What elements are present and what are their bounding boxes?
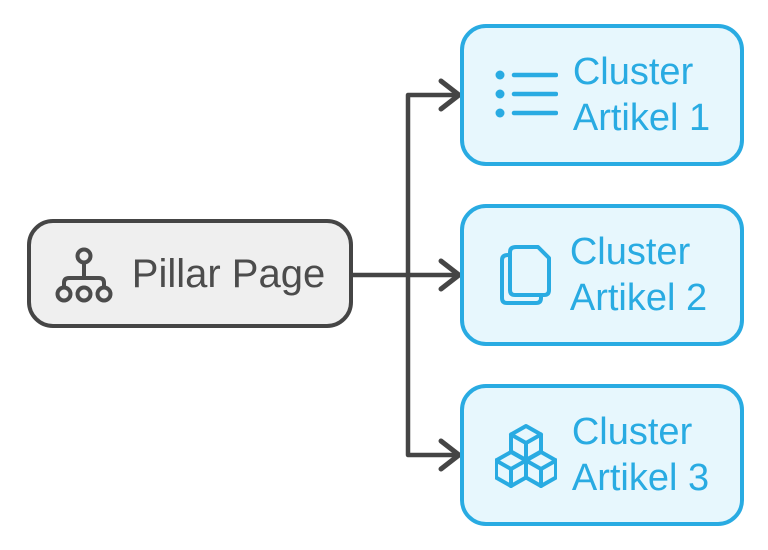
cluster-artikel-2-node: Cluster Artikel 2 [460,204,744,346]
cluster-label-line: Cluster [572,51,694,93]
documents-icon [499,245,551,305]
sitemap-icon [55,247,113,302]
edge-trunk [405,92,460,458]
pillar-page-label: Pillar Page [131,251,326,296]
arrowhead-bottom [438,438,462,472]
cubes-icon [494,424,557,488]
cluster-artikel-2-label: Cluster Artikel 2 [570,229,707,321]
cluster-label-line: Cluster [569,231,691,273]
cluster-label-line: Artikel 1 [572,97,711,139]
cluster-artikel-1-label: Cluster Artikel 1 [573,49,710,141]
bulleted-list-icon [495,70,558,118]
arrowhead-top [438,78,462,112]
cluster-artikel-3-label: Cluster Artikel 3 [572,409,709,501]
cluster-artikel-1-node: Cluster Artikel 1 [460,24,744,166]
arrowhead-middle [438,258,462,292]
cluster-label-line: Artikel 3 [571,457,710,499]
pillar-page-node: Pillar Page [27,219,353,328]
cluster-label-line: Artikel 2 [569,277,708,319]
cluster-artikel-3-node: Cluster Artikel 3 [460,384,744,526]
cluster-label-line: Cluster [571,411,693,453]
